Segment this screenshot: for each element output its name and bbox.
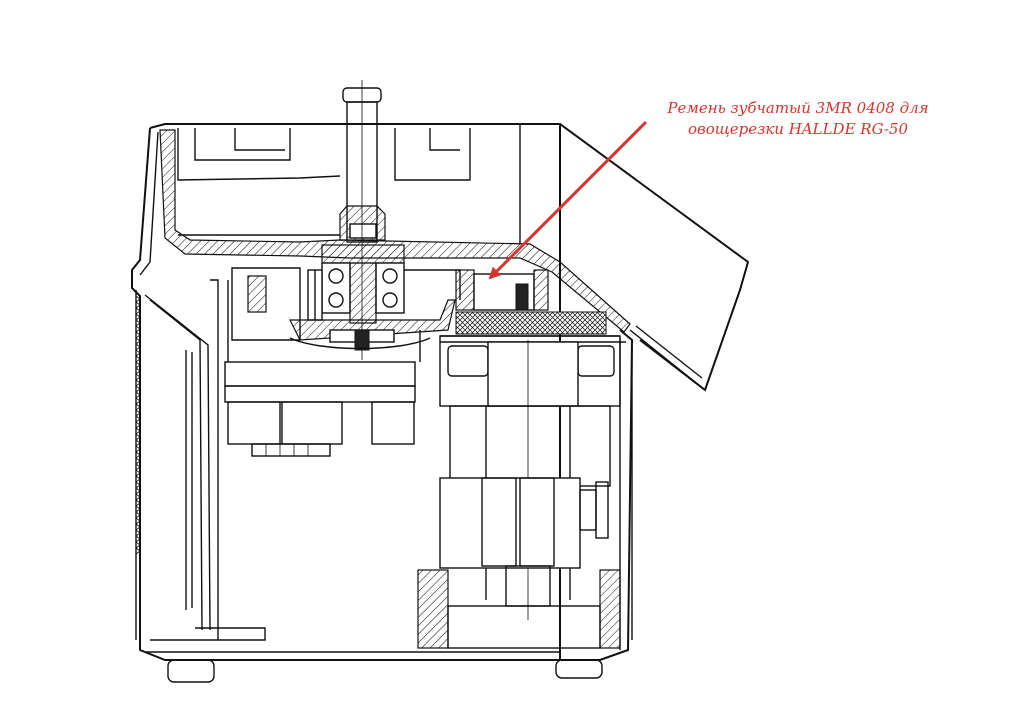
bearing-assembly (231, 244, 461, 351)
annotation-caption: Ремень зубчатый 3MR 0408 для овощерезки … (648, 98, 948, 140)
top-lid (159, 124, 631, 333)
caption-line-2: овощерезки HALLDE RG-50 (687, 120, 909, 138)
control-block (224, 280, 421, 457)
feed-chute (559, 123, 750, 392)
toothed-belt-pulley (440, 269, 626, 343)
motor (417, 335, 621, 649)
main-shaft (339, 80, 386, 360)
left-side-panel (135, 279, 219, 640)
feet (167, 659, 603, 683)
caption-line-1: Ремень зубчатый 3MR 0408 для (667, 99, 929, 117)
annotation-arrow (488, 120, 648, 280)
